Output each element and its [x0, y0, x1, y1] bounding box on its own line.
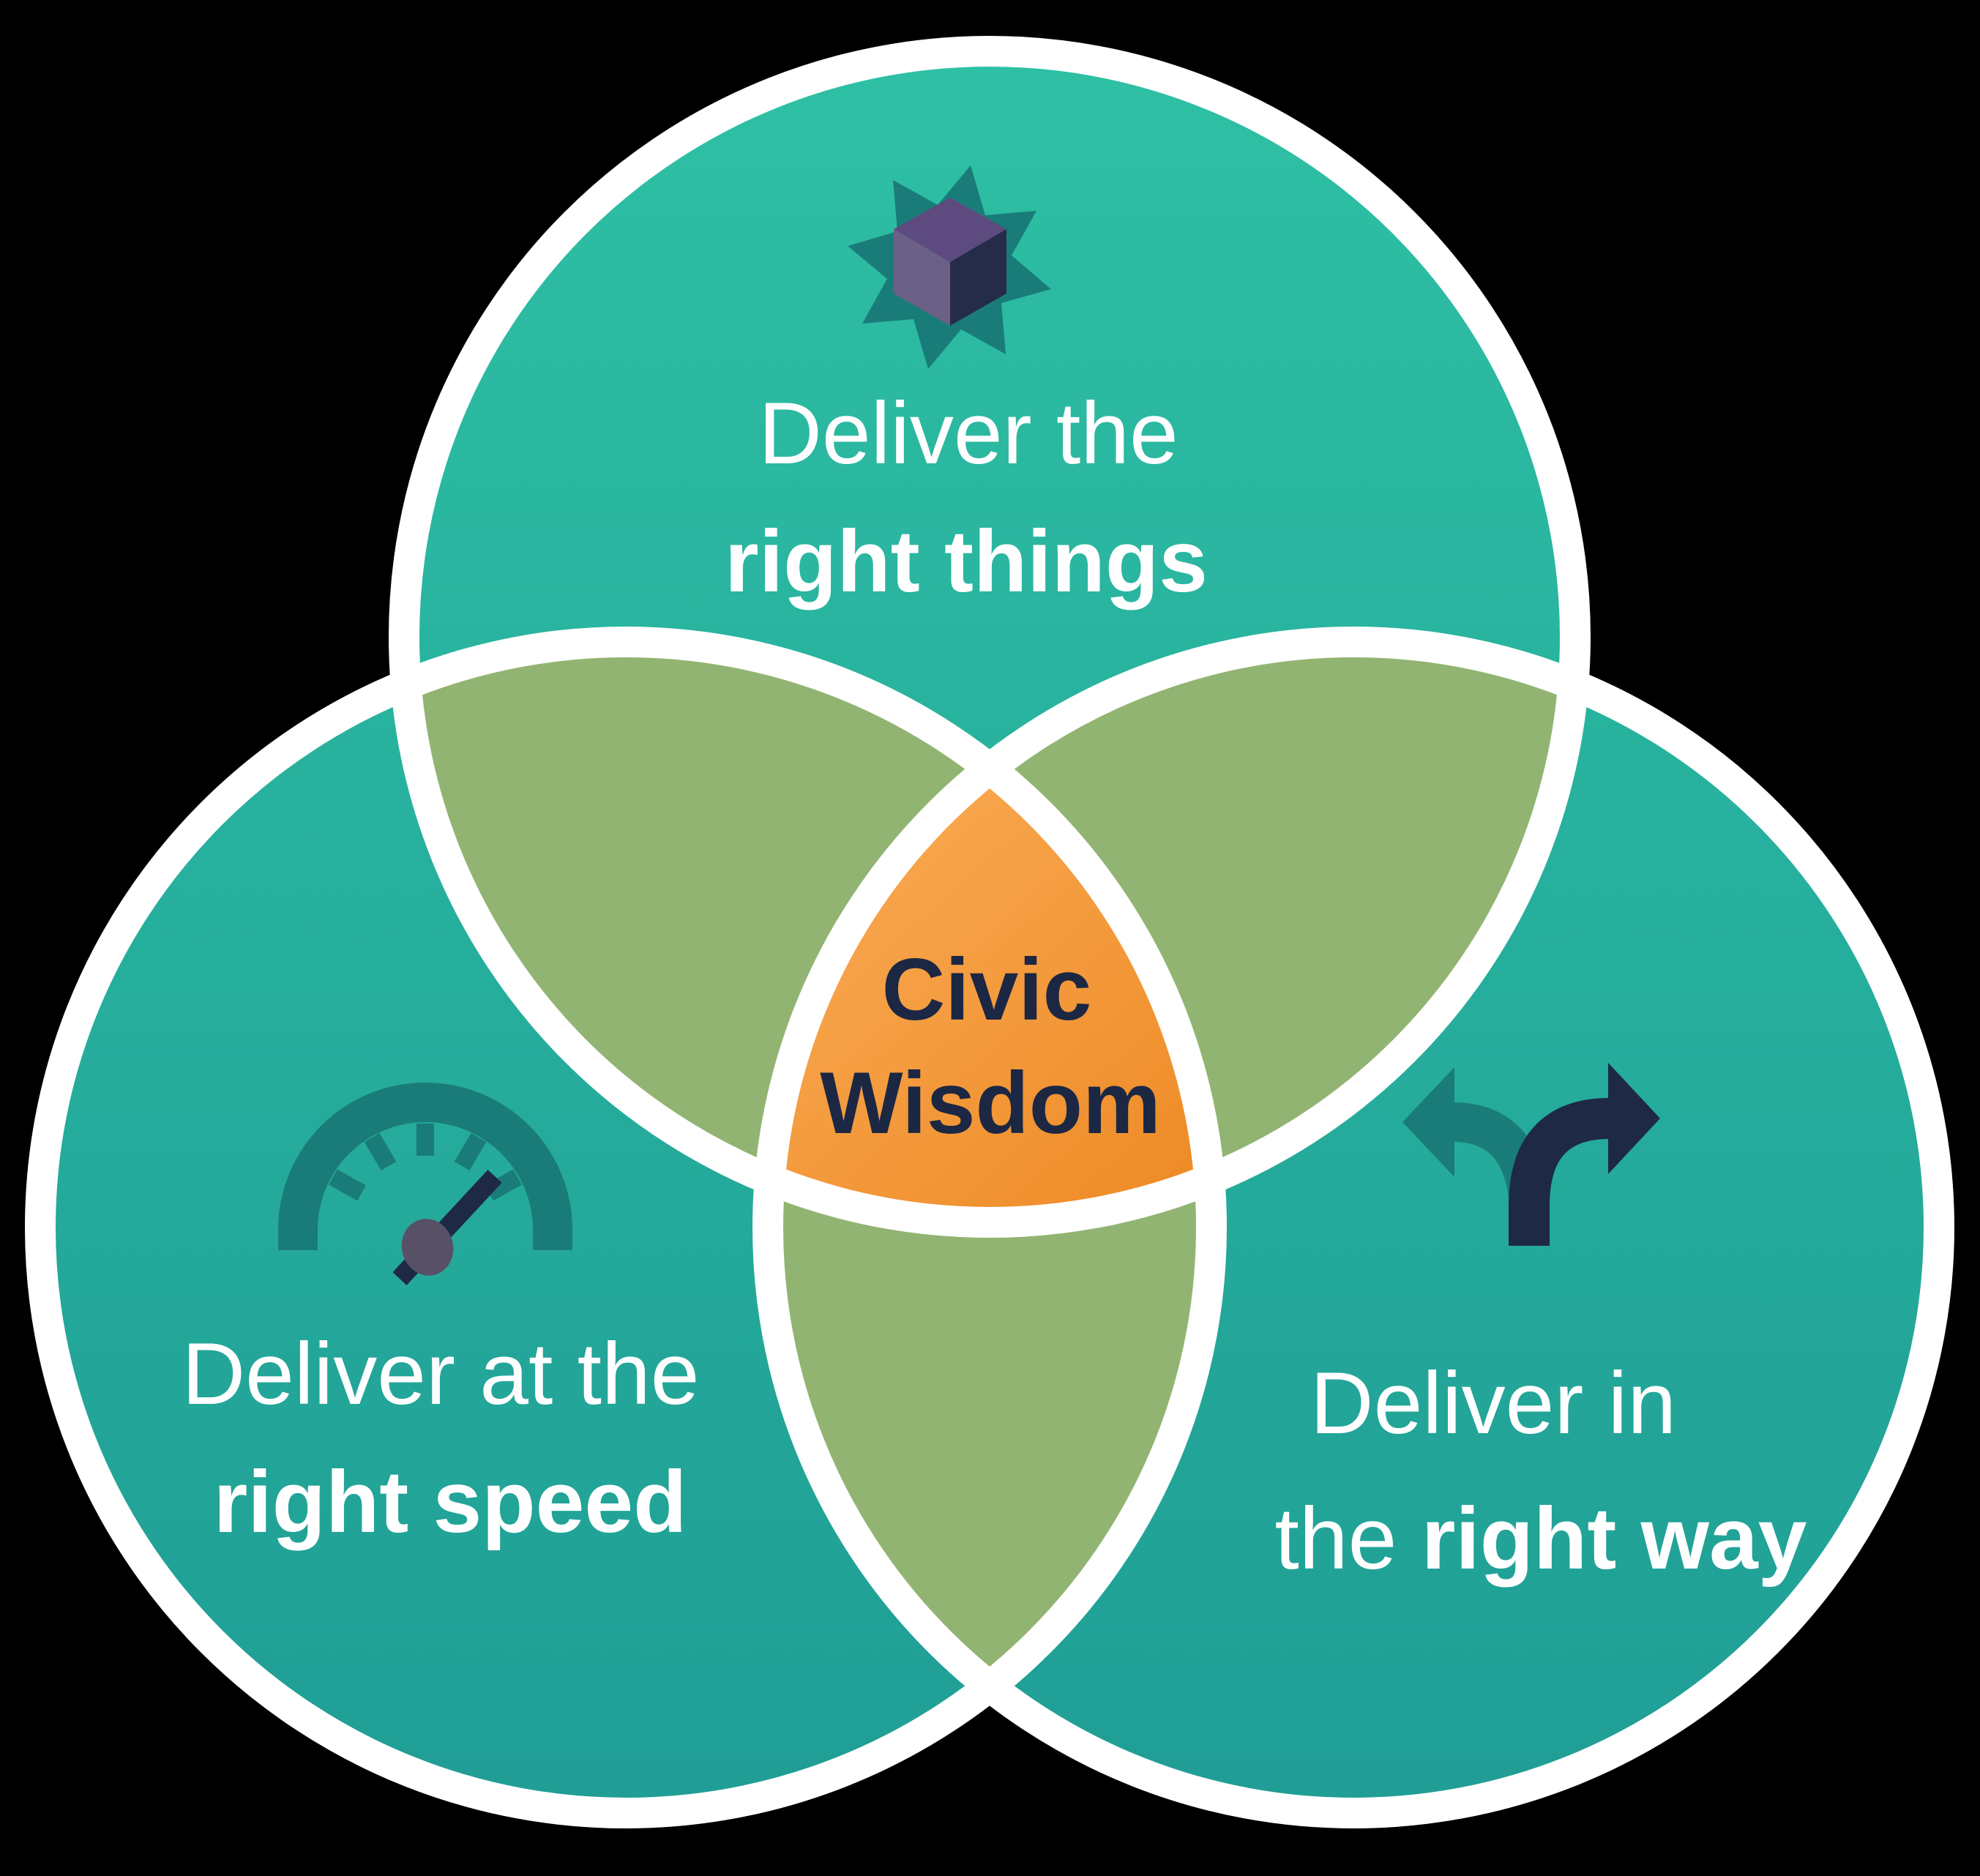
- circle-top-outline: [389, 36, 1591, 1238]
- fork-arrows-icon: [1402, 1063, 1660, 1246]
- speedometer-hub: [401, 1219, 454, 1276]
- right-circle-label-line1: Deliver in: [1310, 1354, 1677, 1452]
- cube-left-face: [894, 229, 950, 326]
- fork-right-arrowhead: [1608, 1063, 1660, 1174]
- left-circle-label-line1: Deliver at the: [182, 1325, 700, 1423]
- center-label-line2: Wisdom: [820, 1054, 1161, 1152]
- left-circle-label-line2: right speed: [213, 1453, 687, 1551]
- cube-star-icon: [848, 165, 1051, 369]
- right-circle-label-line2-prefix: the: [1274, 1490, 1422, 1588]
- fork-left-arrowhead: [1402, 1067, 1454, 1177]
- right-circle-label-line2: the right way: [1275, 1495, 1807, 1582]
- overlap-center: [768, 642, 1211, 1222]
- right-circle-label-line2-bold: right way: [1421, 1490, 1807, 1588]
- speedometer-right-foot: [533, 1228, 572, 1250]
- speedometer-ticks: [329, 1124, 522, 1201]
- fork-right-arrow-curve: [1509, 1098, 1610, 1246]
- circle-left-outline: [25, 627, 1227, 1828]
- top-circle-label-line2: right things: [725, 512, 1208, 610]
- top-circle-label-line1: Deliver the: [758, 384, 1178, 482]
- center-label-line1: Civic: [881, 941, 1092, 1039]
- circle-right-outline: [752, 627, 1954, 1828]
- cube-top-face: [894, 198, 1006, 262]
- speedometer-icon: [278, 1083, 572, 1285]
- speedometer-left-foot: [278, 1228, 318, 1250]
- cube-right-face: [950, 229, 1006, 326]
- speedometer-ring: [278, 1083, 572, 1230]
